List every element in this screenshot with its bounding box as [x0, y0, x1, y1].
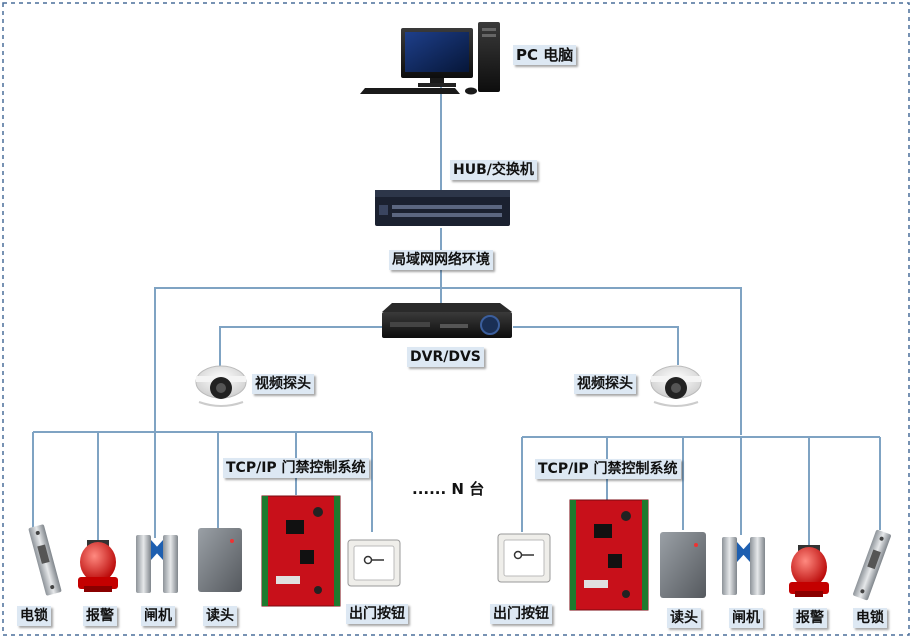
- desktop-computer-icon: [360, 22, 500, 95]
- left-device-label: 闸机: [141, 606, 175, 626]
- right-device-label: 报警: [793, 608, 827, 628]
- pc-label: PC 电脑: [513, 45, 577, 65]
- turnstile-gate-icon: [722, 537, 765, 595]
- camera-right-label: 视频探头: [574, 374, 636, 394]
- circuit-board-icon: [569, 499, 649, 611]
- dome-camera-icon: [650, 365, 702, 407]
- dome-camera-icon: [195, 365, 247, 407]
- turnstile-gate-icon: [136, 535, 178, 593]
- left-device-label: 读头: [203, 606, 237, 626]
- left-device-label: 出门按钮: [346, 604, 408, 624]
- left-device-label: 报警: [83, 606, 117, 626]
- card-reader-icon: [198, 528, 242, 592]
- circuit-board-icon: [261, 495, 341, 607]
- camera-left-label: 视频探头: [252, 374, 314, 394]
- network-switch-icon: [375, 190, 510, 226]
- dvr-label: DVR/DVS: [407, 347, 484, 367]
- alarm-siren-icon: [789, 545, 829, 597]
- right-device-label: 闸机: [729, 608, 763, 628]
- electric-lock-icon: [853, 529, 891, 601]
- card-reader-icon: [660, 532, 706, 598]
- lan-label: 局域网网络环境: [389, 250, 493, 270]
- controller-right-label: TCP/IP 门禁控制系统: [535, 459, 681, 479]
- exit-button-icon: [347, 539, 401, 587]
- left-device-label: 电锁: [17, 606, 51, 626]
- right-device-label: 读头: [667, 608, 701, 628]
- alarm-siren-icon: [78, 540, 118, 592]
- right-device-label: 出门按钮: [490, 604, 552, 624]
- controller-left-label: TCP/IP 门禁控制系统: [223, 458, 369, 478]
- right-device-label: 电锁: [853, 608, 887, 628]
- n-units-label: ...... N 台: [412, 480, 485, 498]
- connection-lines: [32, 85, 881, 545]
- dvr-recorder-icon: [382, 303, 512, 338]
- exit-button-icon: [497, 533, 551, 583]
- hub-label: HUB/交换机: [450, 160, 537, 180]
- electric-lock-icon: [28, 524, 62, 596]
